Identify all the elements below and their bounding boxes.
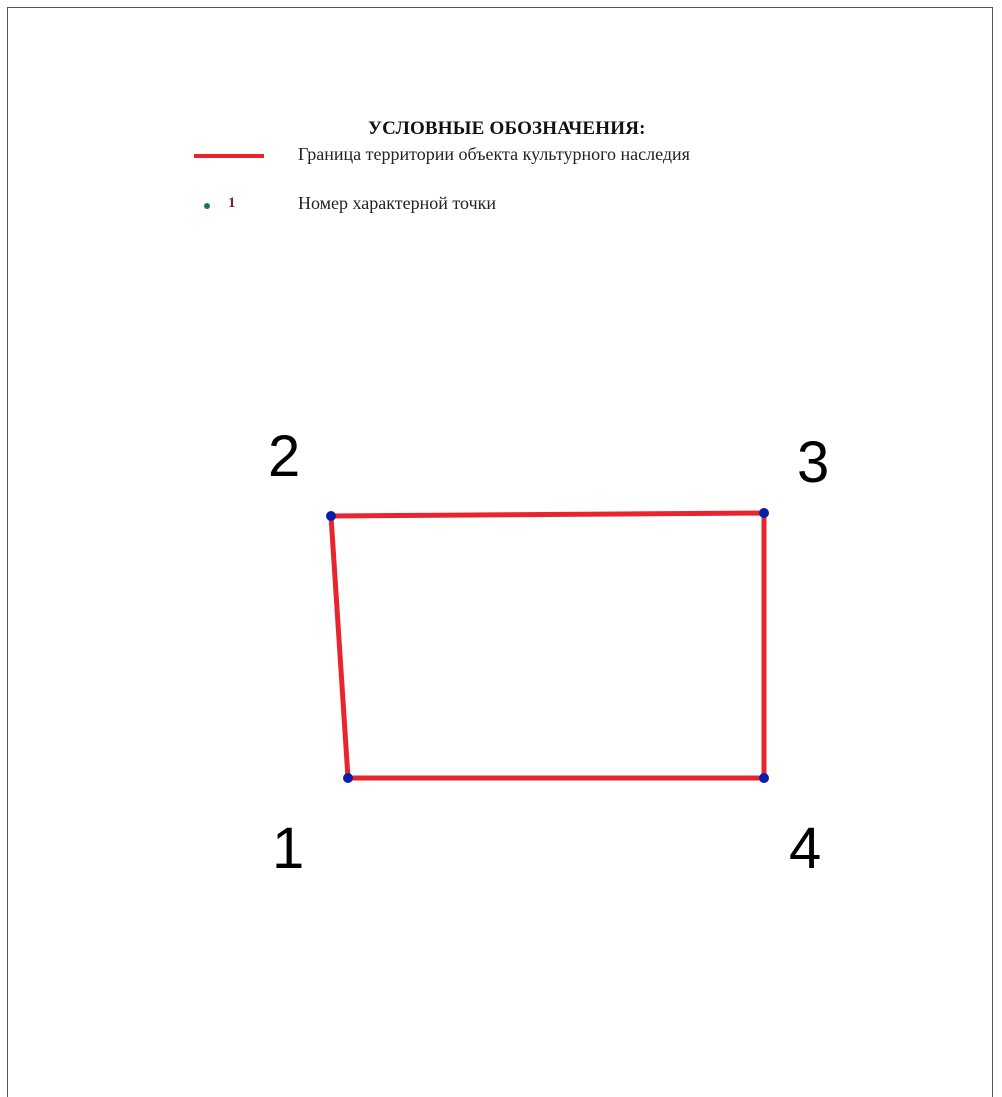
point-label-4: 4 [789,816,821,881]
point-marker-2 [326,511,336,521]
legend-title: УСЛОВНЫЕ ОБОЗНАЧЕНИЯ: [368,118,646,139]
boundary-polygon [328,510,767,781]
legend-point-label: Номер характерной точки [298,193,496,213]
point-label-3: 3 [797,430,829,495]
point-marker-3 [759,508,769,518]
point-label-1: 1 [272,816,304,881]
legend-boundary-line-sample [194,154,264,158]
legend-boundary-label: Граница территории объекта культурного н… [298,144,690,164]
legend-point-number-sample: 1 [228,195,236,211]
point-marker-4 [759,773,769,783]
legend-point-dot-sample [204,203,210,209]
point-marker-1 [343,773,353,783]
page-frame [7,7,993,1097]
point-label-2: 2 [268,424,300,489]
